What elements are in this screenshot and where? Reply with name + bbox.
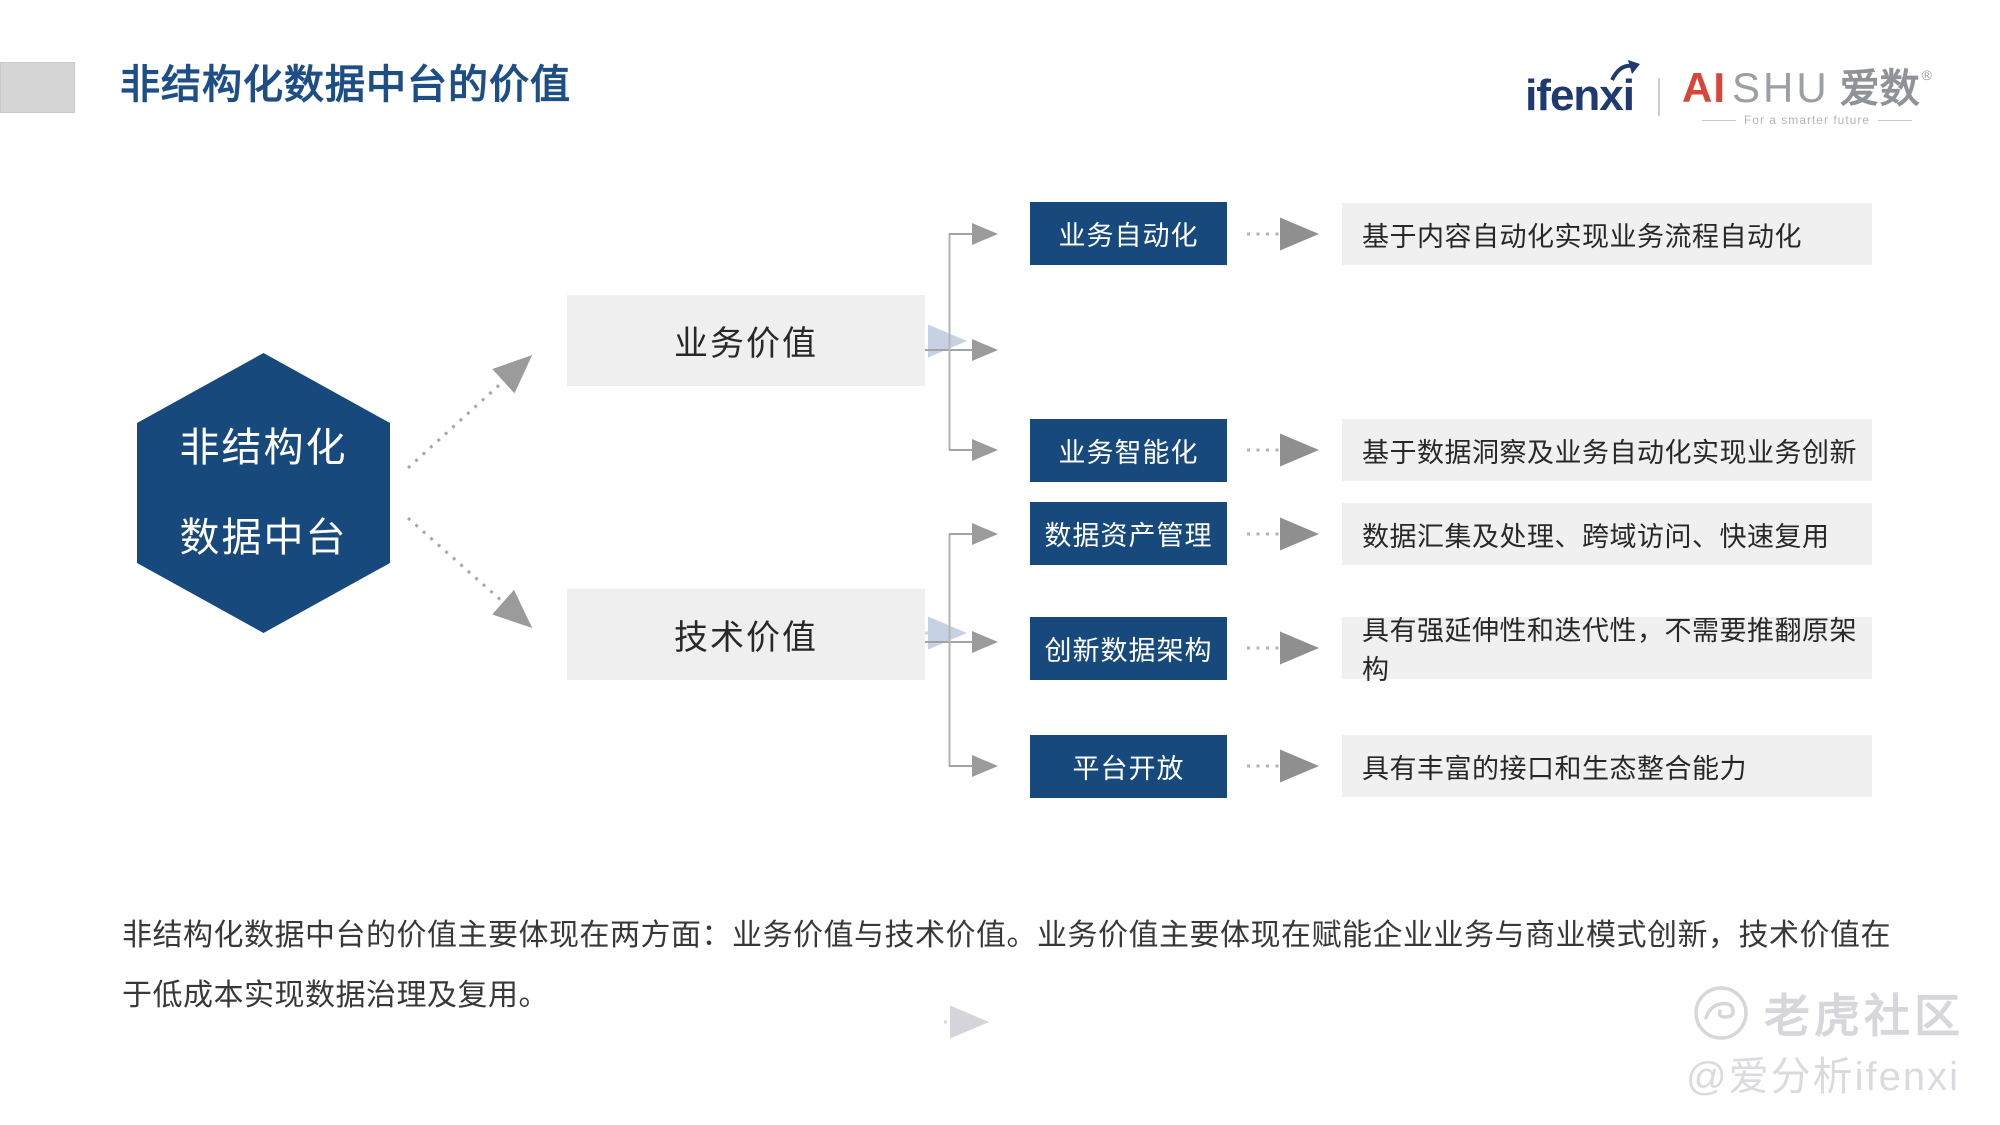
aishu-ai-mark: AI xyxy=(1681,64,1726,111)
branch-technical-value: 技术价值 xyxy=(567,589,925,680)
page-title: 非结构化数据中台的价值 xyxy=(120,63,571,107)
node-data-asset-management: 数据资产管理 xyxy=(1030,502,1227,565)
watermark-handle: @爱分析ifenxi xyxy=(1686,1055,1960,1099)
aishu-tagline: For a smarter future xyxy=(1701,113,1912,127)
ifenxi-logo-text: ifenxi xyxy=(1525,71,1635,120)
ifenxi-arrow-icon xyxy=(1610,60,1640,81)
header-logos: ifenxi AI SHU 爱数 ® For a smarter future xyxy=(1525,60,1932,128)
title-accent-block xyxy=(0,62,75,113)
watermark-brand-text: 老虎社区 xyxy=(1764,990,1964,1042)
arrow-root-to-technical xyxy=(407,516,533,628)
desc-business-automation: 基于内容自动化实现业务流程自动化 xyxy=(1342,203,1872,265)
summary-paragraph: 非结构化数据中台的价值主要体现在两方面：业务价值与技术价值。业务价值主要体现在赋… xyxy=(122,919,1891,1012)
aishu-shu-text: SHU xyxy=(1731,64,1830,111)
ifenxi-logo: ifenxi xyxy=(1525,60,1640,120)
tagline-dash-left xyxy=(1701,119,1736,121)
root-node-line1: 非结构化 xyxy=(179,426,348,470)
node-business-intelligence: 业务智能化 xyxy=(1030,419,1227,482)
logo-divider xyxy=(1657,78,1660,116)
arrow-root-to-business xyxy=(406,354,533,470)
root-node-line2: 数据中台 xyxy=(179,516,348,560)
node-platform-openness: 平台开放 xyxy=(1030,735,1227,798)
node-innovative-data-architecture: 创新数据架构 xyxy=(1030,617,1227,680)
registered-mark: ® xyxy=(1921,67,1932,83)
branch-business-value: 业务价值 xyxy=(567,295,925,386)
watermark-brand-row: 老虎社区 xyxy=(1692,980,1964,1046)
tagline-text: For a smarter future xyxy=(1743,113,1870,127)
desc-platform-openness: 具有丰富的接口和生态整合能力 xyxy=(1342,735,1872,797)
desc-data-asset-management: 数据汇集及处理、跨域访问、快速复用 xyxy=(1342,503,1872,565)
tagline-dash-right xyxy=(1878,119,1912,121)
node-business-automation: 业务自动化 xyxy=(1030,202,1227,265)
tiger-community-icon xyxy=(1694,986,1748,1040)
aishu-logo: AI SHU 爱数 ® For a smarter future xyxy=(1681,64,1932,128)
desc-business-intelligence: 基于数据洞察及业务自动化实现业务创新 xyxy=(1342,419,1872,481)
desc-innovative-data-architecture: 具有强延伸性和迭代性，不需要推翻原架构 xyxy=(1342,616,1872,685)
aishu-cn-text: 爱数 xyxy=(1839,67,1920,111)
